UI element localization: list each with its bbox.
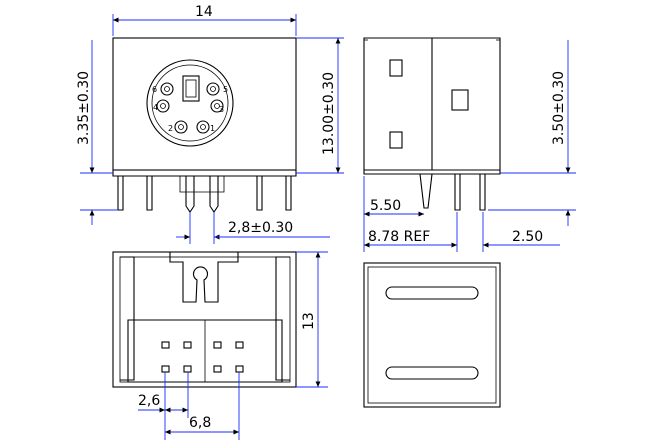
top-outline: [363, 262, 501, 408]
dim-2-6-and-6-8: 2,6 6,8: [138, 372, 240, 440]
bottom-view: [112, 251, 297, 388]
side-body-right: [432, 37, 501, 171]
pin-label-2: 2: [168, 124, 173, 133]
dim-13: 13: [296, 251, 328, 388]
pin-label-5: 5: [223, 85, 228, 94]
side-leg-hook: [419, 173, 433, 209]
dim-width-14: 14: [112, 4, 297, 36]
front-view: 6 5 4 3 2 1: [112, 37, 297, 213]
dim-2-8: 2,8±0.30: [176, 212, 330, 244]
dim-2-8-label: 2,8±0.30: [228, 220, 293, 236]
dim-8-78-ref: 8.78 REF 2.50: [363, 212, 560, 252]
front-legs: [117, 176, 292, 213]
side-body-left: [363, 37, 433, 171]
bottom-outline: [112, 251, 297, 388]
pin-pads: [161, 341, 244, 373]
dim-2-50-label: 2.50: [512, 229, 543, 245]
front-body-outline: [112, 37, 297, 171]
dim-2-6-label: 2,6: [138, 393, 160, 409]
front-base: [112, 170, 297, 177]
pin-holes: [156, 82, 224, 134]
dim-3-50-label: 3.50±0.30: [551, 71, 567, 145]
dim-5-50-label: 5.50: [370, 198, 401, 214]
dim-8-78-label: 8.78 REF: [368, 229, 430, 245]
slot-lower: [385, 366, 479, 380]
pin-label-1: 1: [210, 124, 215, 133]
pin-label-6: 6: [152, 85, 157, 94]
key-slot-inner: [185, 79, 197, 98]
dim-3-35: 3.35±0.30: [76, 40, 118, 225]
latch-cutout: [169, 252, 239, 303]
dim-3-35-label: 3.35±0.30: [76, 71, 92, 145]
socket-outer-circle: [146, 59, 234, 147]
slot-upper: [385, 286, 479, 300]
dim-5-50: 5.50: [363, 176, 424, 220]
side-view: [363, 37, 501, 211]
pin-label-3: 3: [219, 105, 224, 114]
top-view: [363, 262, 501, 408]
key-slot: [182, 75, 200, 102]
dim-13-00: 13.00±0.30: [296, 37, 344, 174]
dim-3-50: 3.50±0.30: [488, 40, 576, 226]
dim-14-label: 14: [195, 4, 213, 20]
socket-inner-circle: [151, 64, 229, 142]
pin-label-4: 4: [153, 103, 158, 112]
pin-block: [127, 319, 283, 383]
dim-6-8-label: 6,8: [189, 415, 211, 431]
dim-13-00-label: 13.00±0.30: [321, 72, 337, 155]
dim-13-label: 13: [301, 312, 317, 330]
